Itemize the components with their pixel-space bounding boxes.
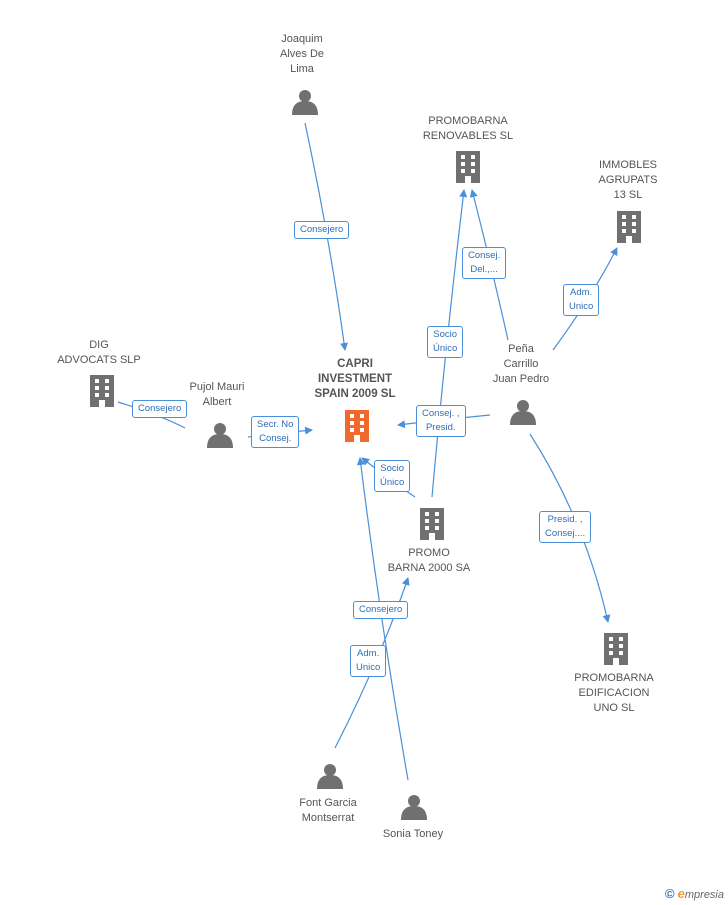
person-icon-joaquim[interactable] (292, 90, 318, 115)
brand-e: e (677, 886, 685, 901)
node-label-promobarna-renovables[interactable]: PROMOBARNA RENOVABLES SL (422, 115, 514, 142)
node-label-immobles[interactable]: IMMOBLES AGRUPATS 13 SL (598, 159, 658, 201)
edge-label-font-adm-unico[interactable]: Adm. Unico (350, 645, 387, 677)
person-icon-pena[interactable] (510, 400, 536, 425)
node-label-font-garcia[interactable]: Font Garcia Montserrat (299, 797, 357, 824)
brand-rest: mpresia (684, 889, 724, 901)
node-label-pujol[interactable]: Pujol Mauri Albert (189, 381, 245, 408)
edge-label-dig-consejero[interactable]: Consejero (132, 400, 188, 418)
edge-sonia-main (356, 457, 409, 781)
node-label-joaquim[interactable]: Joaquim Alves De Lima (279, 33, 325, 75)
building-icon-dig[interactable] (90, 375, 114, 407)
node-label-dig[interactable]: DIG ADVOCATS SLP (57, 339, 141, 366)
building-icon-promobarna-renovables[interactable] (456, 151, 480, 183)
empresia-logo: © empresia (665, 886, 724, 901)
edge-label-promo2000-socio-unico-main[interactable]: Socio Único (374, 460, 411, 492)
copyright-icon: © (664, 886, 675, 901)
building-icon-promobarna-edificacion[interactable] (604, 633, 628, 665)
edge-label-pena-presid-consej[interactable]: Presid. , Consej.... (539, 511, 592, 543)
person-icon-pujol[interactable] (207, 423, 233, 448)
edge-label-sonia-consejero[interactable]: Consejero (353, 601, 409, 619)
edge-label-joaquim-consejero[interactable]: Consejero (294, 221, 350, 239)
edge-label-pena-consej-del[interactable]: Consej. Del.,... (462, 247, 507, 279)
node-label-promobarna-edificacion[interactable]: PROMOBARNA EDIFICACION UNO SL (574, 672, 654, 714)
edge-label-promo2000-socio-unico-renovables[interactable]: Socio Único (427, 326, 464, 358)
building-icon-immobles[interactable] (617, 211, 641, 243)
person-icon-sonia[interactable] (401, 795, 427, 820)
edge-label-pena-adm-unico[interactable]: Adm. Unico (563, 284, 600, 316)
building-icon-main-company[interactable] (345, 410, 369, 442)
node-label-sonia[interactable]: Sonia Toney (382, 828, 444, 840)
node-label-pena[interactable]: Peña Carrillo Juan Pedro (492, 343, 550, 385)
node-label-main-company[interactable]: CAPRI INVESTMENT SPAIN 2009 SL (314, 358, 396, 400)
person-icon-font-garcia[interactable] (317, 764, 343, 789)
node-label-promo-barna-2000[interactable]: PROMO BARNA 2000 SA (387, 547, 471, 574)
edge-label-pujol-secr-no-consej[interactable]: Secr. No Consej. (251, 416, 300, 448)
edge-label-pena-consej-presid[interactable]: Consej. , Presid. (416, 405, 466, 437)
building-icon-promo-barna-2000[interactable] (420, 508, 444, 540)
